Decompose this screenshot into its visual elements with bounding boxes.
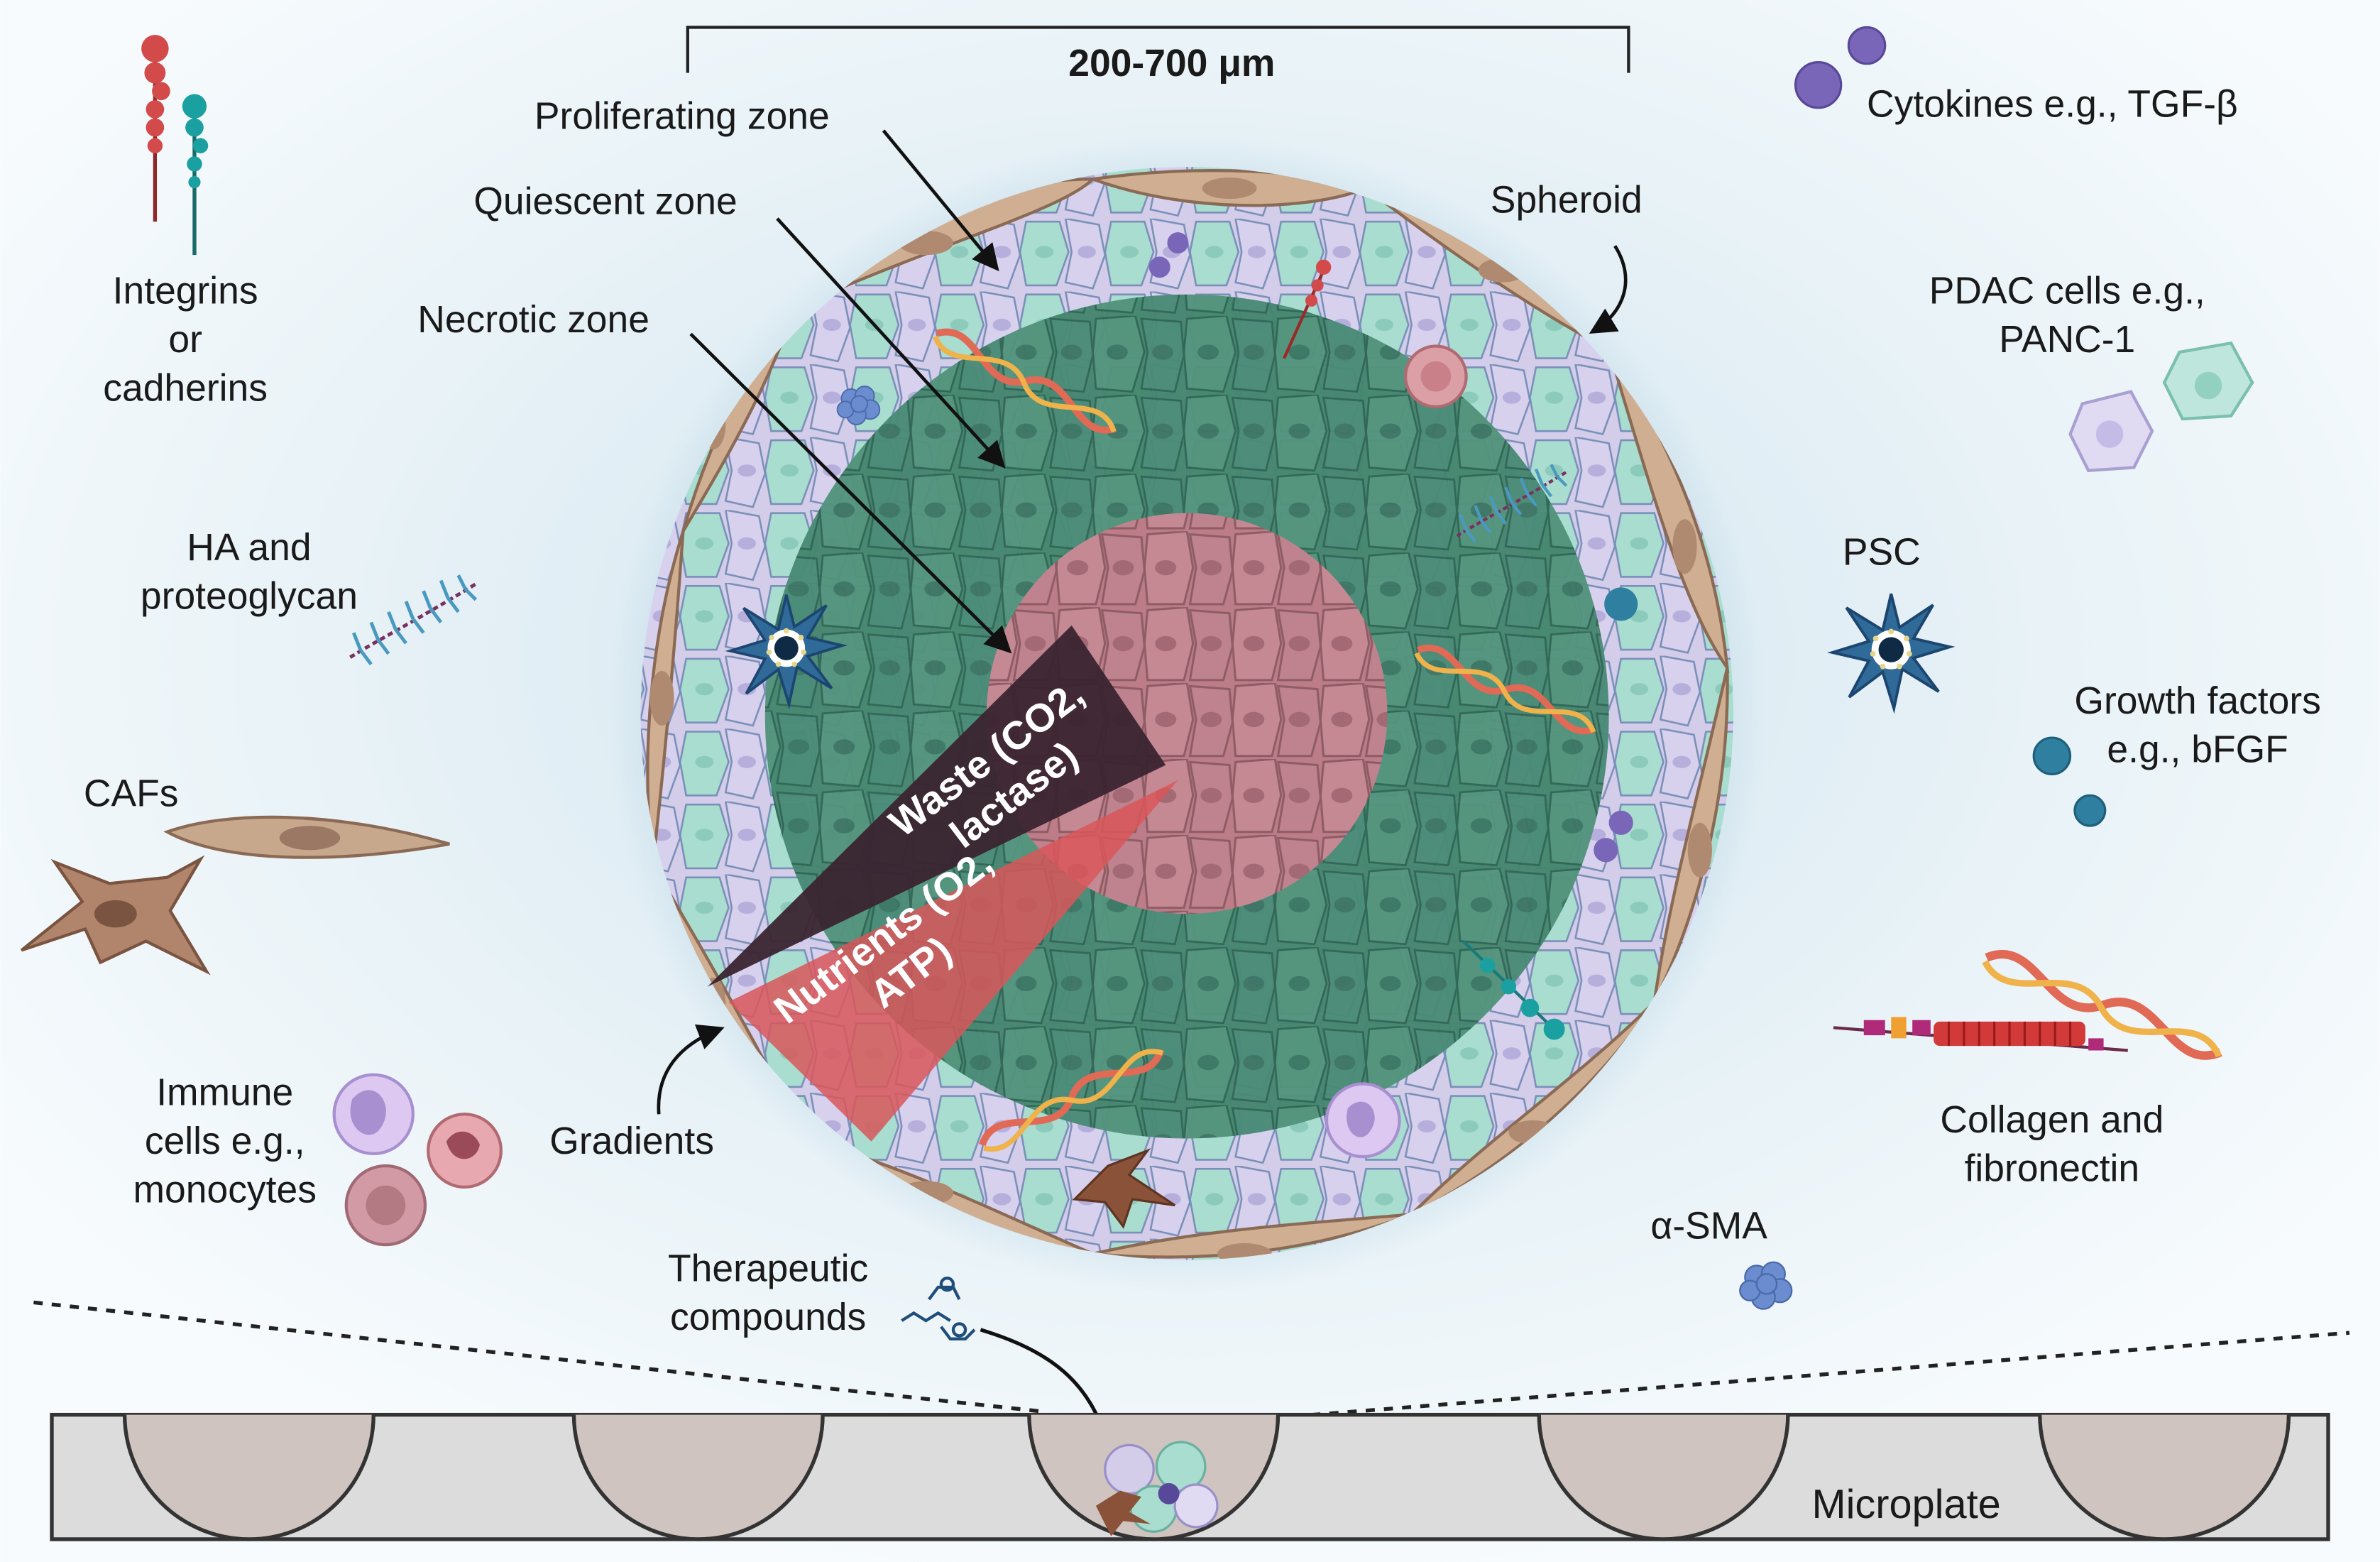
pdac-label-line2: PANC-1 bbox=[1999, 319, 2135, 361]
caf-icon bbox=[1072, 1148, 1176, 1229]
proliferating-zone-label: Proliferating zone bbox=[534, 96, 830, 138]
collagen-label-line1: Collagen and bbox=[1940, 1099, 2164, 1141]
fibronectin-icon bbox=[1833, 1017, 2128, 1052]
cytokines-label: Cytokines e.g., TGF-β bbox=[1867, 84, 2238, 126]
immune-label-line3: monocytes bbox=[133, 1169, 317, 1211]
monocyte-nucleus bbox=[1420, 361, 1452, 392]
waste-gradient-arrow bbox=[707, 625, 1166, 987]
well bbox=[571, 1414, 825, 1541]
collagen-label-line2: fibronectin bbox=[1965, 1147, 2140, 1189]
microplate: Microplate bbox=[50, 1412, 2330, 1541]
legend-right: Cytokines e.g., TGF-β PDAC cells e.g., P… bbox=[1650, 26, 2321, 1310]
growth-label-line1: Growth factors bbox=[2074, 680, 2320, 722]
spheroid: Waste (CO2, lactase) Nutrients (O2, ATP) bbox=[607, 133, 1767, 1294]
compound-molecule-icon bbox=[901, 1277, 976, 1340]
pdac-cells-icon bbox=[2068, 341, 2254, 473]
mini-spheroid-icon bbox=[1095, 1441, 1219, 1536]
scale-bar: 200-700 μm bbox=[686, 26, 1630, 84]
integrins-icon bbox=[141, 35, 209, 256]
asma-label: α-SMA bbox=[1650, 1206, 1767, 1247]
immune-label-line1: Immune bbox=[156, 1071, 293, 1113]
therapeutic-label-line1: Therapeutic bbox=[668, 1247, 868, 1289]
gradients-label: Gradients bbox=[549, 1120, 714, 1162]
therapeutic-compounds: Therapeutic compounds bbox=[668, 1247, 1116, 1451]
cytokines-icon bbox=[1794, 26, 1887, 109]
nutrients-gradient-arrow bbox=[728, 780, 1178, 1142]
gradient-arrows: Waste (CO2, lactase) Nutrients (O2, ATP) bbox=[707, 625, 1178, 1142]
growth-label-line2: e.g., bFGF bbox=[2107, 728, 2288, 770]
proliferating-zone-arrow bbox=[882, 129, 999, 272]
microplate-label: Microplate bbox=[1812, 1482, 2001, 1527]
scale-bar-label: 200-700 μm bbox=[1068, 43, 1275, 84]
necrotic-zone-arrow bbox=[689, 332, 1012, 654]
psc-label: PSC bbox=[1843, 531, 1921, 573]
quiescent-zone-arrow bbox=[776, 217, 1006, 469]
necrotic-zone-cells bbox=[987, 513, 1388, 914]
immune-cells-icon bbox=[332, 1073, 503, 1247]
gradients-arrow bbox=[657, 1024, 725, 1115]
cytokine-icon bbox=[1167, 232, 1189, 254]
fibronectin-icon bbox=[1462, 940, 1565, 1040]
immune-cell-icon bbox=[1325, 1082, 1401, 1159]
legend-left: Integrins or cadherins HA and proteoglyc… bbox=[20, 35, 503, 1247]
cafs-label: CAFs bbox=[84, 772, 179, 814]
cytokine-icon bbox=[1148, 256, 1170, 278]
growth-factor-icon bbox=[1604, 587, 1638, 621]
well bbox=[1537, 1414, 1790, 1541]
integrins-label-line2: or bbox=[168, 319, 202, 361]
cytokine-icon bbox=[1594, 838, 1618, 863]
necrotic-zone-label: Necrotic zone bbox=[417, 299, 649, 341]
perspective-lines bbox=[33, 1300, 2350, 1420]
growth-factors-icon bbox=[2032, 736, 2107, 827]
ha-label-line2: proteoglycan bbox=[141, 575, 358, 617]
spheroid-arrow bbox=[1589, 245, 1628, 334]
zone-labels: Proliferating zone Quiescent zone Necrot… bbox=[417, 96, 1642, 1162]
ha-label-line1: HA and bbox=[187, 527, 311, 569]
well bbox=[2038, 1414, 2291, 1541]
necrotic-zone-tint bbox=[987, 513, 1388, 914]
integrins-label-line3: cadherins bbox=[103, 367, 268, 409]
well bbox=[122, 1414, 375, 1541]
therapeutic-label-line2: compounds bbox=[670, 1296, 866, 1338]
pdac-label-line1: PDAC cells e.g., bbox=[1929, 271, 2205, 312]
immune-label-line2: cells e.g., bbox=[145, 1120, 305, 1162]
integrin-icon bbox=[1283, 259, 1332, 359]
quiescent-zone-label: Quiescent zone bbox=[473, 180, 737, 222]
integrins-label-line1: Integrins bbox=[113, 271, 258, 312]
spheroid-label: Spheroid bbox=[1491, 179, 1643, 221]
cytokine-icon bbox=[1608, 810, 1633, 835]
caf-icon bbox=[20, 815, 450, 976]
